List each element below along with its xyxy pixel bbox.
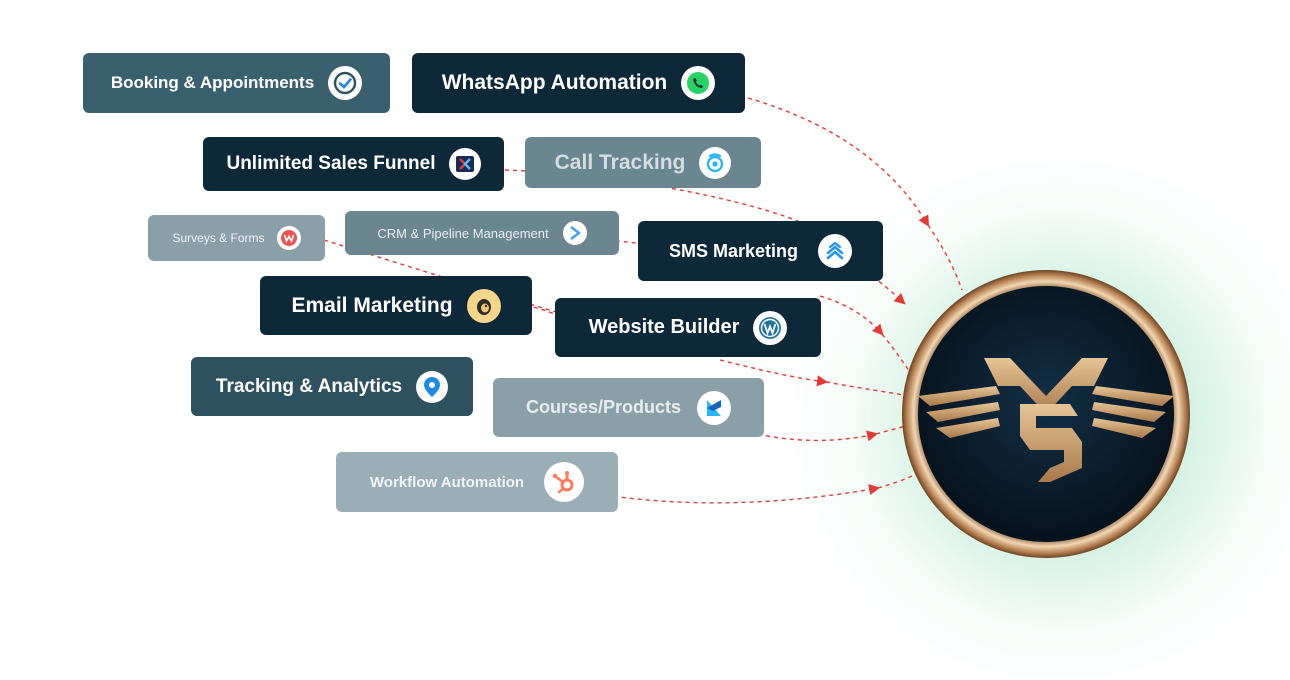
feature-label: Call Tracking (554, 150, 686, 174)
funnel-logo-icon (448, 148, 481, 180)
feature-email[interactable]: Email Marketing (260, 276, 532, 335)
feature-label: Tracking & Analytics (215, 375, 403, 397)
arrow-workflow (597, 484, 881, 504)
feature-label: SMS Marketing (668, 240, 799, 261)
pipeline-arrow-icon (562, 221, 587, 245)
mailchimp-icon (466, 288, 501, 323)
feature-label: CRM & Pipeline Management (377, 225, 549, 241)
feature-call-tracking[interactable]: Call Tracking (525, 137, 761, 188)
feature-courses[interactable]: Courses/Products (493, 378, 764, 437)
feature-surveys[interactable]: Surveys & Forms (148, 215, 325, 261)
call-tracking-icon (699, 146, 732, 179)
hubspot-icon (544, 462, 585, 502)
feature-workflow[interactable]: Workflow Automation (336, 452, 618, 512)
whatsapp-icon (681, 66, 716, 100)
forms-logo-icon (276, 226, 301, 250)
feature-sales-funnel[interactable]: Unlimited Sales Funnel (203, 137, 504, 191)
feature-label: WhatsApp Automation (441, 71, 668, 94)
courses-logo-icon (697, 390, 732, 425)
feature-label: Surveys & Forms (172, 231, 265, 245)
feature-label: Workflow Automation (369, 473, 525, 491)
arrow-tracking-tail (825, 381, 906, 396)
location-pin-icon (416, 370, 449, 403)
feature-label: Booking & Appointments (110, 73, 315, 92)
feature-crm[interactable]: CRM & Pipeline Management (345, 211, 619, 255)
feature-label: Courses/Products (525, 397, 682, 417)
feature-website[interactable]: Website Builder (555, 298, 821, 357)
feature-label: Email Marketing (291, 293, 453, 317)
feature-label: Unlimited Sales Funnel (226, 153, 436, 174)
feature-sms[interactable]: SMS Marketing (638, 221, 883, 281)
feature-whatsapp[interactable]: WhatsApp Automation (412, 53, 745, 113)
feature-tracking[interactable]: Tracking & Analytics (191, 357, 473, 416)
arrow-website (819, 295, 884, 336)
sms-layers-icon (818, 234, 853, 268)
wordpress-icon (753, 310, 788, 345)
check-circle-icon (328, 66, 363, 100)
winged-ms-monogram-icon (902, 270, 1190, 558)
feature-label: Website Builder (588, 316, 740, 338)
feature-booking[interactable]: Booking & Appointments (83, 53, 390, 113)
hub-logo (900, 268, 1192, 560)
arrow-whatsapp (747, 97, 930, 227)
